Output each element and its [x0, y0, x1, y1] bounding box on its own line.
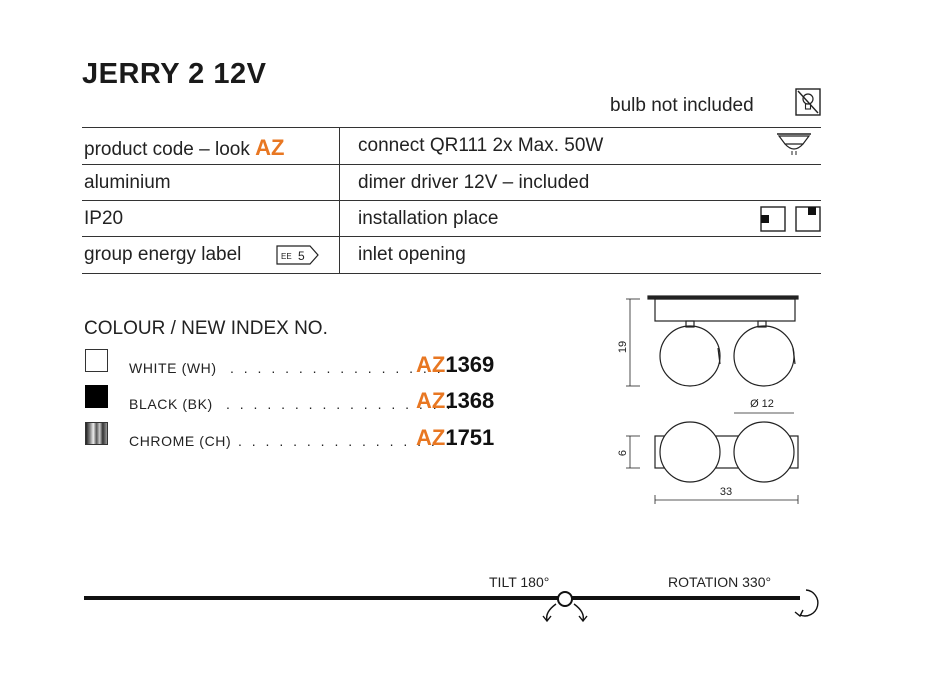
depth-value: 6 [617, 450, 629, 456]
code-prefix: AZ [416, 388, 446, 413]
spec-material: aluminium [84, 172, 171, 193]
qr111-bulb-icon [776, 132, 812, 161]
table-rule [82, 236, 821, 237]
rotation-icon [794, 589, 819, 618]
energy-class-value: 5 [298, 249, 305, 263]
spec-energy-label: group energy label [84, 244, 241, 266]
spec-installation-place: installation place [358, 208, 499, 229]
width-value: 33 [720, 486, 732, 498]
spec-product-code-label: product code – look [84, 139, 256, 160]
top-view [654, 421, 799, 483]
table-divider [339, 127, 340, 273]
table-rule [82, 127, 821, 128]
energy-class-icon: EE 5 [276, 245, 320, 270]
colour-code-black: AZ1368 [416, 388, 494, 414]
motion-diagram [84, 589, 819, 623]
colour-label-chrome: CHROME (CH) [129, 433, 232, 449]
colour-label-black: BLACK (BK) [129, 396, 213, 412]
spec-energy-label-text: group energy label [84, 244, 242, 265]
svg-text:EE: EE [281, 252, 292, 261]
code-prefix: AZ [416, 425, 446, 450]
rotation-label: ROTATION 330° [668, 574, 772, 590]
leader-dots: . . . . . . . . . . . . . . . [238, 433, 438, 449]
look-az-badge: AZ [255, 135, 285, 160]
diameter-value: Ø 12 [750, 398, 774, 410]
colour-code-white: AZ1369 [416, 352, 494, 378]
spec-product-code: product code – look AZ [84, 135, 284, 161]
technical-drawing: 19 Ø 12 6 33 [617, 295, 799, 504]
width-dimension [654, 495, 799, 504]
bulb-note: bulb not included [610, 95, 754, 116]
table-rule [82, 273, 821, 274]
depth-dimension [626, 435, 640, 469]
front-view [647, 295, 799, 387]
white-swatch [85, 349, 108, 372]
leader-dots: . . . . . . . . . . . . . . . . [230, 360, 444, 376]
black-swatch [85, 385, 108, 408]
colour-label-white: WHITE (WH) [129, 360, 217, 376]
product-title: JERRY 2 12V [82, 58, 267, 90]
ceiling-mount-icon [795, 206, 821, 237]
code-number: 1751 [445, 425, 495, 450]
height-dimension [626, 298, 640, 387]
code-number: 1369 [445, 352, 495, 377]
spec-driver: dimer driver 12V – included [358, 172, 590, 193]
code-number: 1368 [445, 388, 495, 413]
height-value: 19 [617, 341, 629, 353]
bulb-not-included-icon [795, 88, 821, 121]
tilt-label: TILT 180° [489, 574, 550, 590]
chrome-swatch [85, 422, 108, 445]
table-rule [82, 200, 821, 201]
colour-code-chrome: AZ1751 [416, 425, 494, 451]
wall-mount-icon [760, 206, 786, 237]
spec-ip-rating: IP20 [84, 208, 124, 229]
leader-dots: . . . . . . . . . . . . . . . . . [226, 396, 454, 412]
code-prefix: AZ [416, 352, 446, 377]
spec-inlet-opening: inlet opening [358, 244, 466, 265]
tilt-icon [542, 591, 588, 623]
colour-section-title: COLOUR / NEW INDEX NO. [84, 318, 328, 339]
spec-connect: connect QR111 2x Max. 50W [358, 135, 604, 156]
table-rule [82, 164, 821, 165]
